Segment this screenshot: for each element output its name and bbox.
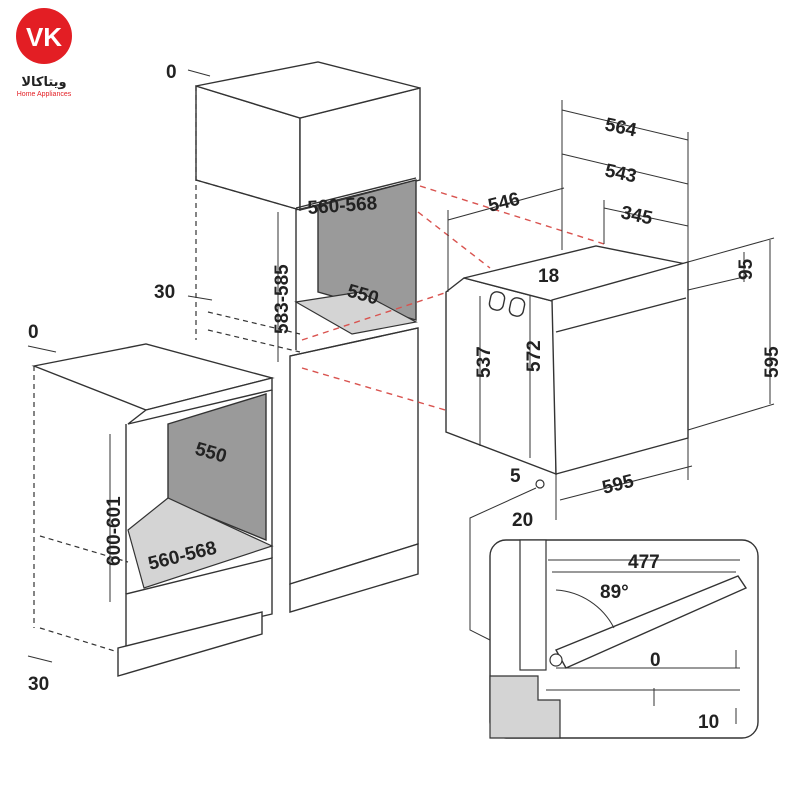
- inset-angle-arc: [555, 589, 615, 629]
- door-gap-bottom-label: 10: [698, 712, 719, 733]
- logo-brand-sub: Home Appliances: [17, 91, 72, 98]
- oven-bracket-right: [508, 297, 526, 317]
- inset-open-door: [555, 575, 748, 669]
- tall-cabinet-lower-front: [289, 327, 419, 585]
- base-cabinet-plinth: [117, 611, 263, 677]
- tall-cabinet: [187, 61, 421, 613]
- oven-bracket-left: [488, 291, 506, 311]
- base-top-gap-label: 0: [28, 322, 39, 343]
- oven-ext-top-right: [687, 237, 775, 263]
- tall-cabinet-shelf: [294, 291, 418, 335]
- tall-opening-width-label: 560-568: [307, 193, 378, 219]
- oven-front-width-line: [559, 465, 693, 501]
- oven-front-width-label: 595: [600, 471, 636, 499]
- base-opening-height-label: 600-601: [104, 496, 125, 566]
- tall-cabinet-back-bottom2: [207, 329, 301, 353]
- guide-upper: [417, 211, 491, 269]
- oven-depth-total-line: [561, 109, 689, 141]
- tall-cabinet-plinth: [289, 543, 419, 613]
- oven-depth-body-label: 543: [603, 160, 638, 187]
- oven-body-height-rear-label: 537: [474, 346, 495, 378]
- base-top-gap-line: [27, 345, 57, 353]
- brand-logo: VK ویتاکالا Home Appliances: [16, 8, 72, 98]
- inset-hinge: [549, 653, 563, 667]
- oven-depth-total-label: 564: [603, 114, 639, 141]
- oven-ext-bottom-right: [687, 403, 775, 431]
- logo-brand-script: ویتاکالا: [21, 75, 66, 90]
- door-angle-label: 89°: [600, 582, 629, 603]
- oven-front: [551, 261, 689, 475]
- inset-cabinet-wall: [519, 539, 547, 671]
- base-bottom-gap-label: 30: [28, 674, 49, 695]
- oven-control-panel-edge: [555, 297, 687, 333]
- oven-depth-rear-line: [603, 207, 689, 227]
- tall-top-gap-label: 0: [166, 62, 177, 83]
- tall-cabinet-cavity-top: [295, 177, 417, 209]
- detail-callout-line: [469, 487, 537, 641]
- oven-depth-side-line: [447, 187, 565, 221]
- oven-depth-rear-label: 345: [619, 202, 655, 229]
- logo-mark: VK: [26, 22, 62, 52]
- logo-circle: [16, 8, 72, 64]
- base-bottom-gap-line: [27, 655, 53, 663]
- tall-side-gap-line: [187, 295, 213, 301]
- oven-depth-side-label: 546: [486, 189, 522, 217]
- oven-front-protrusion-label: 20: [512, 510, 533, 531]
- oven-front-height-label: 595: [762, 346, 783, 378]
- tall-opening-width-line: [295, 179, 417, 211]
- oven-ext-panel: [687, 275, 749, 291]
- base-cabinet-bottom-edge: [39, 627, 119, 653]
- door-detail-inset: [489, 539, 759, 739]
- alignment-guides: [301, 185, 605, 413]
- inset-worktop: [489, 675, 561, 739]
- door-depth-label: 477: [628, 552, 660, 573]
- oven-panel-height-label: 95: [736, 258, 757, 280]
- base-cabinet-top: [31, 343, 275, 411]
- base-cabinet: [27, 343, 275, 677]
- tall-side-gap-label: 30: [154, 282, 175, 303]
- base-cabinet-cavity: [167, 393, 267, 542]
- oven-bottom-offset-label: 5: [510, 466, 521, 487]
- oven-body-height-front-label: 572: [524, 340, 545, 372]
- detail-marker: [535, 479, 545, 489]
- guide-lower: [301, 367, 453, 413]
- tall-cabinet-back-bottom: [207, 311, 301, 335]
- oven-top-offset-label: 18: [538, 266, 559, 287]
- oven: [445, 100, 775, 641]
- tall-cabinet-top-lid: [195, 61, 421, 119]
- base-cabinet-bottom-back: [39, 535, 129, 563]
- tall-cabinet-shelf-edge: [289, 327, 419, 357]
- tall-cabinet-back-top: [195, 179, 301, 211]
- oven-depth-body-line: [561, 153, 689, 185]
- tall-top-gap-line: [187, 69, 211, 77]
- tall-opening-height-label: 583-585: [272, 264, 293, 334]
- base-cabinet-drawer: [125, 557, 273, 649]
- door-gap-top-label: 0: [650, 650, 661, 671]
